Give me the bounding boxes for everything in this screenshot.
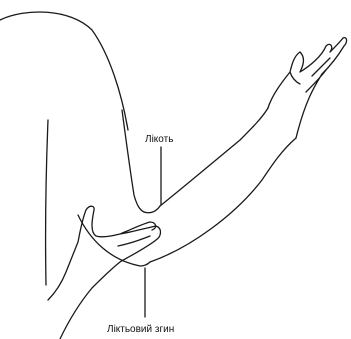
palpating-hand: [48, 206, 161, 339]
forearm-bottom-line: [150, 138, 296, 262]
upper-arm-inner-contour: [122, 110, 144, 212]
shoulder-outline: [0, 12, 128, 130]
elbow-contour: [144, 206, 160, 213]
elbow-crease-label: Ліктьовий згин: [107, 324, 174, 335]
elbow-label: Лікоть: [145, 134, 173, 145]
torso-side-line: [46, 120, 48, 285]
raised-hand: [268, 38, 347, 138]
